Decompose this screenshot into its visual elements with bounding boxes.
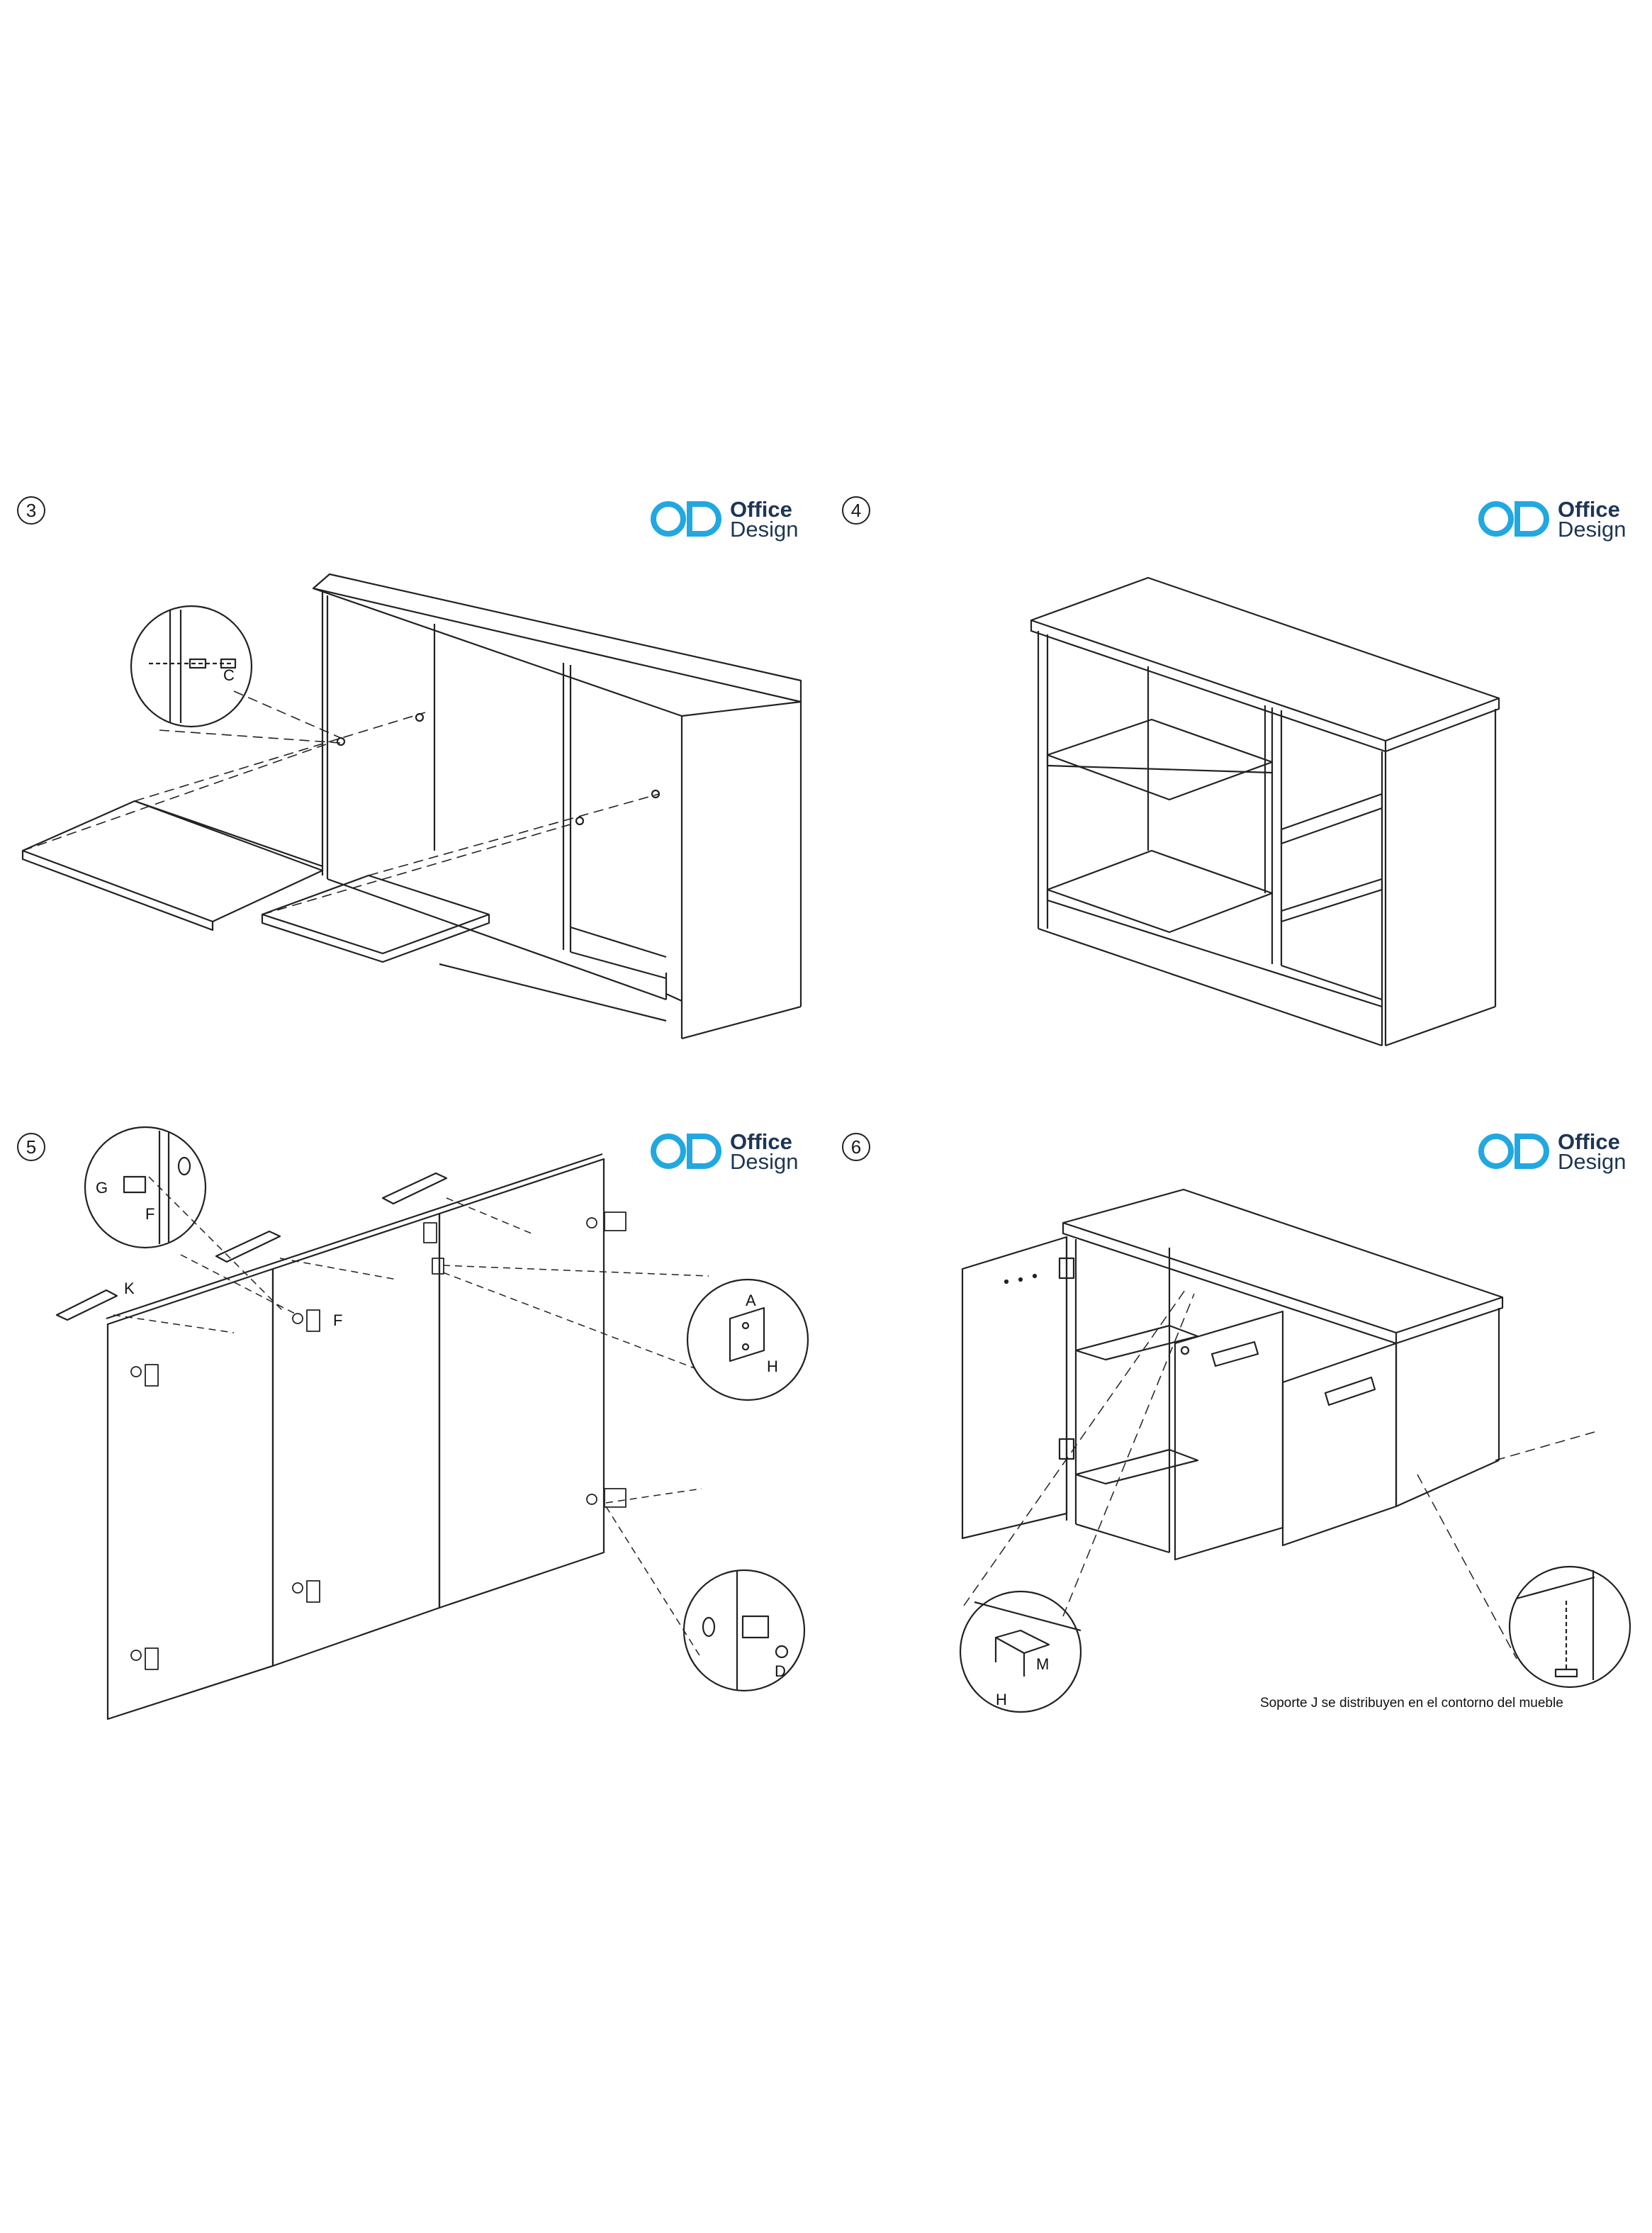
od-logo-icon xyxy=(651,1134,721,1169)
office-design-logo: Office Design xyxy=(1476,496,1639,546)
step-number: 4 xyxy=(842,496,870,525)
logo-word-design: Design xyxy=(1558,1149,1626,1174)
part-label-f-2: F xyxy=(333,1311,342,1329)
part-label-h: H xyxy=(996,1691,1007,1708)
logo-word-office: Office xyxy=(730,497,792,522)
part-label-f: F xyxy=(145,1205,154,1223)
logo-word-design: Design xyxy=(1558,517,1626,542)
part-label-c: C xyxy=(223,666,235,684)
logo-word-office: Office xyxy=(730,1129,792,1154)
office-design-logo: Office Design xyxy=(1476,1129,1639,1178)
logo-word-design: Design xyxy=(730,1149,799,1174)
support-j-caption: Soporte J se distribuyen en el contorno … xyxy=(1260,1696,1563,1711)
office-design-logo: Office Design xyxy=(648,496,811,546)
office-design-logo: Office Design xyxy=(648,1129,811,1178)
part-label-g: G xyxy=(96,1179,108,1197)
part-label-m: M xyxy=(1036,1655,1049,1673)
od-logo-icon xyxy=(651,501,721,537)
step-number: 6 xyxy=(842,1133,870,1161)
od-logo-icon xyxy=(1478,1134,1549,1169)
part-label-k: K xyxy=(124,1280,135,1297)
logo-word-office: Office xyxy=(1558,1129,1620,1154)
od-logo-icon xyxy=(1478,501,1549,537)
logo-word-office: Office xyxy=(1558,497,1620,522)
part-label-a: A xyxy=(746,1292,756,1309)
step-number: 5 xyxy=(17,1133,45,1161)
step-number: 3 xyxy=(17,496,45,525)
part-label-d: D xyxy=(775,1662,786,1680)
part-label-h: H xyxy=(767,1358,778,1375)
logo-word-design: Design xyxy=(730,517,799,542)
